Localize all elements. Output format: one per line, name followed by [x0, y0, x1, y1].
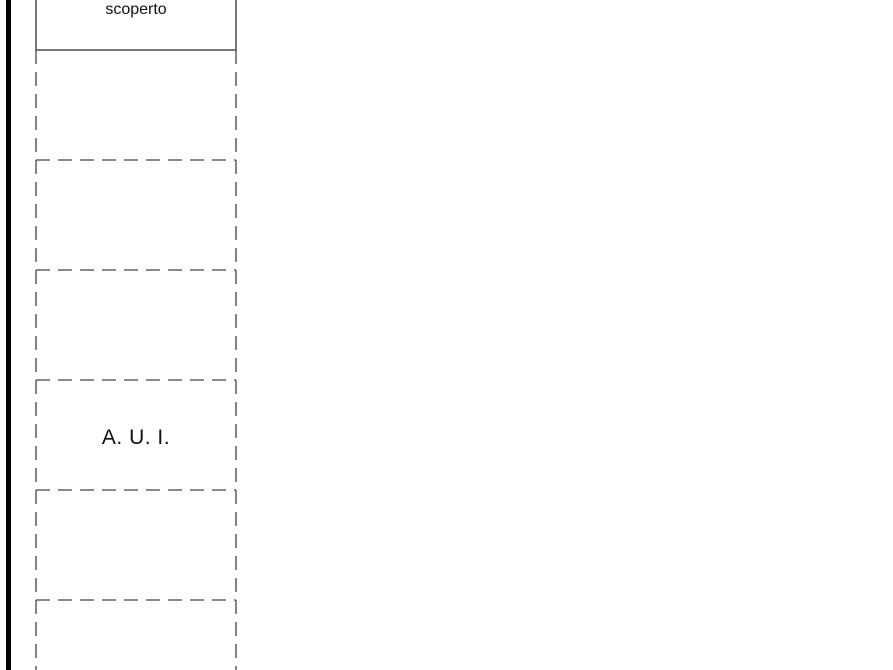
room-label-scoperto: scoperto — [105, 1, 167, 18]
room-label-aui: A. U. I. — [101, 426, 171, 449]
room-scoperto-outline — [35, 0, 237, 51]
outer-wall — [6, 0, 11, 670]
